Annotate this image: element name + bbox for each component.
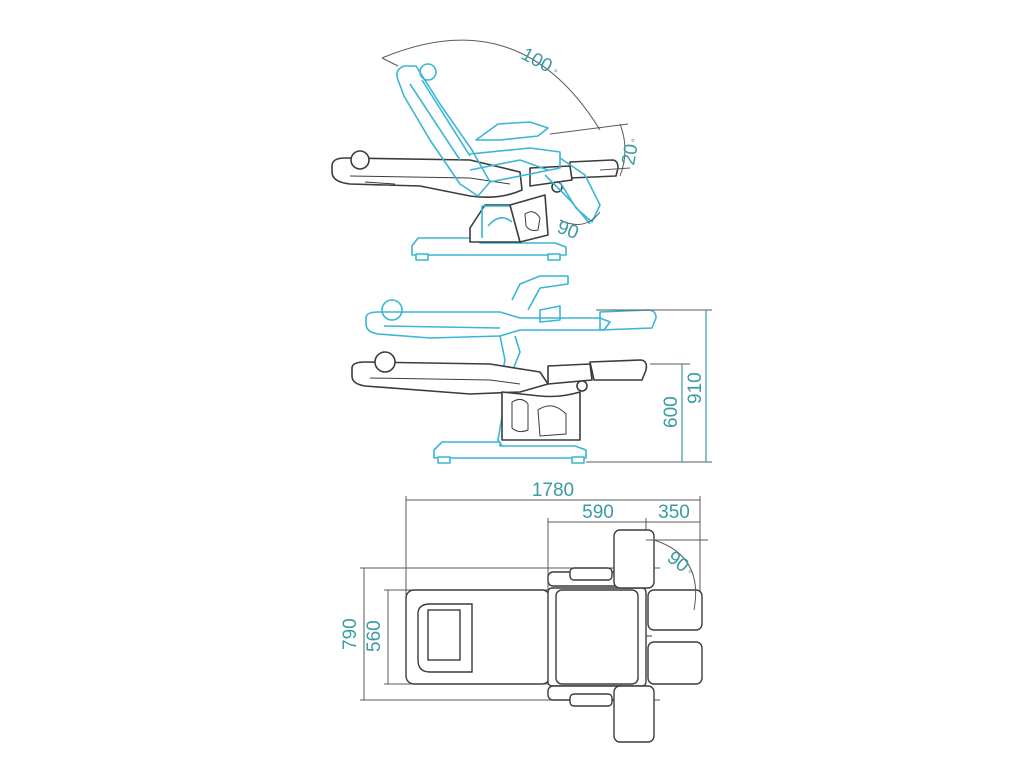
backrest-angle-label: 100° bbox=[518, 44, 563, 81]
leg-angle-label: 20° bbox=[618, 136, 643, 166]
recline-view: 100° 20° 90 bbox=[331, 39, 643, 261]
height-base bbox=[433, 441, 587, 464]
seat-length-label: 590 bbox=[582, 502, 614, 523]
plan-foot-angle-label: 90° bbox=[663, 547, 698, 581]
total-length-label: 1780 bbox=[532, 480, 574, 501]
recline-base bbox=[411, 194, 567, 261]
height-max-label: 910 bbox=[685, 372, 706, 404]
plan-foot-angle-marker bbox=[646, 539, 708, 611]
height-dimension-lines bbox=[586, 309, 712, 463]
height-lowered-position bbox=[351, 351, 648, 441]
seat-width-label: 560 bbox=[364, 620, 385, 652]
height-raised-position bbox=[365, 275, 657, 447]
plan-view: 1780 590 350 790 560 bbox=[340, 480, 708, 743]
height-min-label: 600 bbox=[661, 396, 682, 428]
foot-angle-label: 90 bbox=[554, 217, 581, 244]
plan-length-dimensions bbox=[405, 496, 701, 600]
height-view: 600 910 bbox=[351, 275, 712, 464]
recline-angle-markers bbox=[381, 39, 631, 225]
total-width-label: 790 bbox=[340, 618, 361, 650]
plan-chair-outline bbox=[405, 529, 703, 743]
foot-length-label: 350 bbox=[658, 502, 690, 523]
recline-flat-position bbox=[331, 150, 619, 198]
recline-tilted-position bbox=[396, 63, 601, 225]
